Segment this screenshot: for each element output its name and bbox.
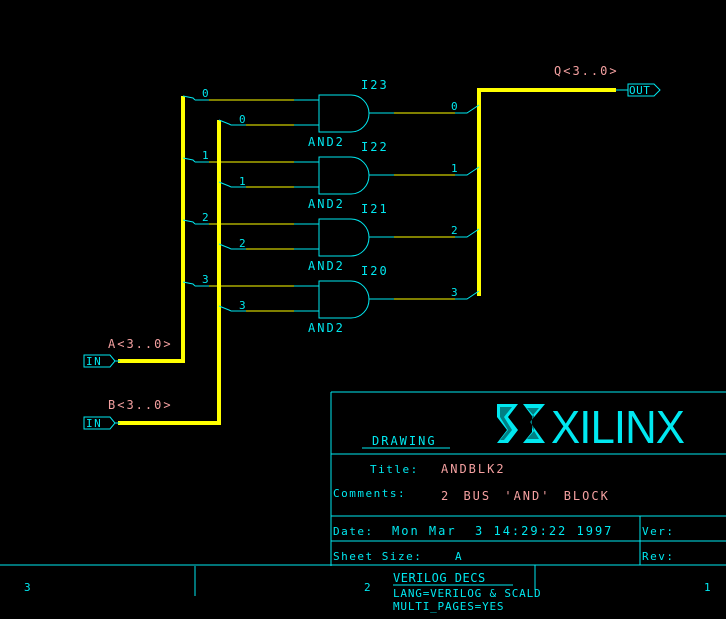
gate-instance-label: I21 bbox=[361, 202, 389, 216]
bus-b-tap bbox=[218, 243, 232, 250]
drawing-label: DRAWING bbox=[372, 434, 437, 448]
and2-gate-icon[interactable] bbox=[318, 94, 370, 133]
port-b[interactable]: IN B<3..0> bbox=[83, 398, 173, 430]
bus-q-label: Q<3..0> bbox=[554, 64, 619, 78]
bit-label-b: 2 bbox=[239, 237, 247, 250]
port-b-type: IN bbox=[86, 417, 102, 430]
bit-label-b: 1 bbox=[239, 175, 247, 188]
zone-3: 3 bbox=[24, 581, 32, 594]
annotation-line-1: LANG=VERILOG & SCALD bbox=[393, 587, 541, 600]
date-value: Mon Mar 3 14:29:22 1997 bbox=[392, 524, 613, 538]
bus-a-tap bbox=[182, 219, 196, 225]
gate-instance-label: I22 bbox=[361, 140, 389, 154]
bit-label-q: 3 bbox=[451, 286, 459, 299]
bit-label-b: 0 bbox=[239, 113, 247, 126]
port-q-type: OUT bbox=[629, 84, 650, 97]
bit-label-b: 3 bbox=[239, 299, 247, 312]
bus-a-label: A<3..0> bbox=[108, 337, 173, 351]
bus-b-tap bbox=[218, 181, 232, 188]
xilinx-logo-icon bbox=[497, 404, 545, 443]
and2-gate-icon[interactable] bbox=[318, 156, 370, 195]
gate-type-label: AND2 bbox=[308, 197, 345, 211]
bus-b[interactable] bbox=[118, 120, 221, 425]
gate-type-label: AND2 bbox=[308, 259, 345, 273]
title-value: ANDBLK2 bbox=[441, 462, 506, 476]
zone-2: 2 bbox=[364, 581, 372, 594]
bus-b-label: B<3..0> bbox=[108, 398, 173, 412]
port-a-type: IN bbox=[86, 355, 102, 368]
ver-label: Ver: bbox=[642, 525, 675, 538]
out-port-q-icon[interactable] bbox=[627, 83, 661, 97]
bus-a-tap bbox=[182, 95, 196, 101]
bus-q-tap bbox=[455, 290, 480, 300]
bus-q[interactable] bbox=[477, 88, 616, 296]
bus-a-tap bbox=[182, 157, 196, 163]
sheet-size-value: A bbox=[455, 550, 463, 563]
date-label: Date: bbox=[333, 525, 374, 538]
rev-label: Rev: bbox=[642, 550, 675, 563]
gate-type-label: AND2 bbox=[308, 321, 345, 335]
bus-b-tap bbox=[218, 305, 232, 312]
bus-q-tap bbox=[455, 166, 480, 176]
comments-label: Comments: bbox=[333, 487, 406, 500]
bit-label-a: 0 bbox=[202, 87, 210, 100]
title-block: DRAWING XILINX Title: ANDBLK2 Comments: … bbox=[0, 391, 726, 596]
bit-label-a: 1 bbox=[202, 149, 210, 162]
bit-label-a: 2 bbox=[202, 211, 210, 224]
and2-gate-icon[interactable] bbox=[318, 280, 370, 319]
in-port-b-icon[interactable] bbox=[83, 416, 116, 430]
zone-1: 1 bbox=[704, 581, 712, 594]
bit-label-a: 3 bbox=[202, 273, 210, 286]
xilinx-logo-text: XILINX bbox=[551, 401, 684, 453]
title-label: Title: bbox=[370, 463, 419, 476]
gate-instance-label: I23 bbox=[361, 78, 389, 92]
comments-value: 2 BUS 'AND' BLOCK bbox=[441, 489, 610, 503]
annotation-header: VERILOG_DECS bbox=[393, 571, 486, 585]
port-a[interactable]: IN A<3..0> bbox=[83, 337, 173, 368]
bit-label-q: 2 bbox=[451, 224, 459, 237]
border-zones: 3 2 1 bbox=[24, 581, 712, 594]
bus-b-wire[interactable] bbox=[118, 120, 221, 425]
gate-type-label: AND2 bbox=[308, 135, 345, 149]
bus-q-tap bbox=[455, 104, 480, 114]
port-q[interactable]: OUT Q<3..0> bbox=[554, 64, 661, 97]
bit-label-q: 0 bbox=[451, 100, 459, 113]
gate-instance-label: I20 bbox=[361, 264, 389, 278]
and2-gate-icon[interactable] bbox=[318, 218, 370, 257]
bus-q-wire[interactable] bbox=[477, 88, 616, 296]
bus-a[interactable] bbox=[118, 96, 185, 363]
bus-a-tap bbox=[182, 281, 196, 287]
bus-a-wire[interactable] bbox=[118, 96, 185, 363]
bus-b-tap bbox=[218, 119, 232, 126]
in-port-a-icon[interactable] bbox=[83, 354, 116, 368]
bit-label-q: 1 bbox=[451, 162, 459, 175]
bus-q-tap bbox=[455, 228, 480, 238]
verilog-annotation: VERILOG_DECS LANG=VERILOG & SCALD MULTI_… bbox=[393, 571, 541, 613]
annotation-line-2: MULTI_PAGES=YES bbox=[393, 600, 504, 613]
sheet-size-label: Sheet Size: bbox=[333, 550, 422, 563]
